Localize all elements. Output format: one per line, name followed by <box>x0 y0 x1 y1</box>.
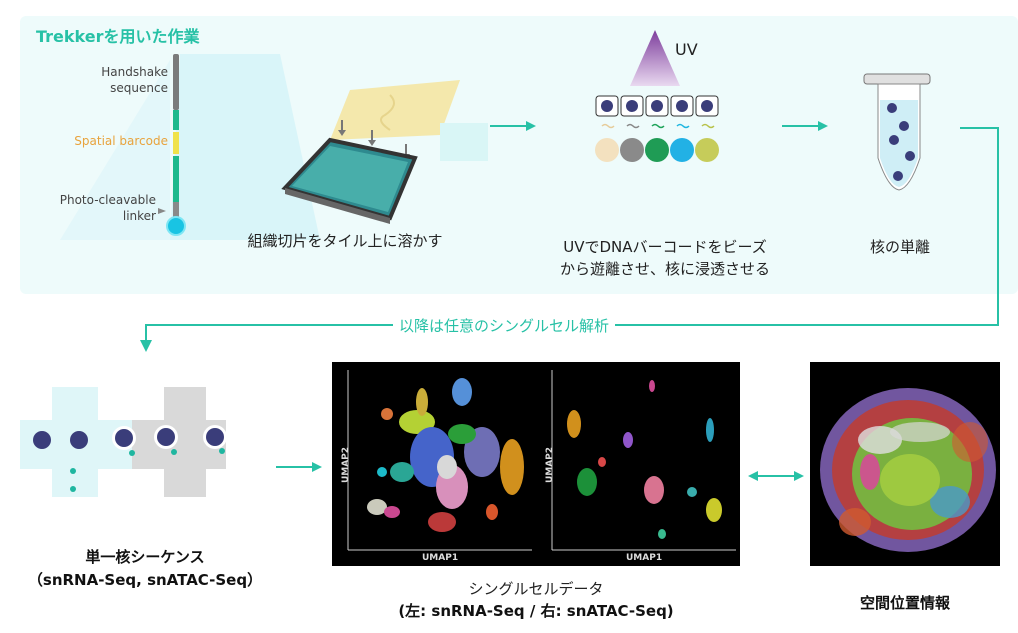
tissue-caption: 組織切片をタイル上に溶かす <box>247 232 443 250</box>
flow-arrow-1 <box>490 121 536 131</box>
tissue-tile-illustration <box>281 80 460 224</box>
uv-label: UV <box>675 40 698 59</box>
tile-shadow <box>440 123 488 161</box>
spatial-brain-image <box>820 388 996 552</box>
umap-panel: UMAP1 UMAP2 UMAP1 UMAP2 <box>332 362 740 566</box>
umap-right-x-label: UMAP1 <box>626 553 663 563</box>
sequencing-illustration <box>20 387 227 497</box>
data-caption-line2: (左: snRNA-Seq / 右: snATAC-Seq) <box>398 602 674 620</box>
umap-left-y-label: UMAP2 <box>341 446 352 484</box>
uv-beads-illustration <box>595 30 719 162</box>
double-arrow <box>748 471 804 481</box>
umap-plots <box>347 370 736 551</box>
umap-right-y-label: UMAP2 <box>545 446 556 484</box>
panel-title: Trekkerを用いた作業 <box>36 27 200 46</box>
handshake-label: Handshake sequence <box>101 65 168 95</box>
spatial-caption: 空間位置情報 <box>859 594 950 612</box>
seq-caption-line1: 単一核シーケンス <box>85 548 205 566</box>
umap-left-x-label: UMAP1 <box>422 553 459 563</box>
isolation-caption: 核の単離 <box>869 238 930 256</box>
flow-arrow-3 <box>276 462 322 472</box>
linker-label: Photo-cleavable linker <box>59 193 156 223</box>
uv-caption-line1: UVでDNAバーコードをビーズ <box>563 238 767 256</box>
spatial-panel <box>810 362 1000 566</box>
probe-illustration <box>60 54 320 240</box>
tube-illustration <box>863 73 931 191</box>
middle-flow-label: 以降は任意のシングルセル解析 <box>393 315 616 336</box>
flow-arrow-2 <box>782 121 828 131</box>
data-caption-line1: シングルセルデータ <box>468 580 604 598</box>
flow-connector <box>140 127 999 352</box>
seq-caption-line2: （snRNA-Seq, snATAC-Seq） <box>27 571 263 589</box>
barcode-label: Spatial barcode <box>74 134 168 148</box>
uv-caption-line2: から遊離させ、核に浸透させる <box>559 260 770 278</box>
